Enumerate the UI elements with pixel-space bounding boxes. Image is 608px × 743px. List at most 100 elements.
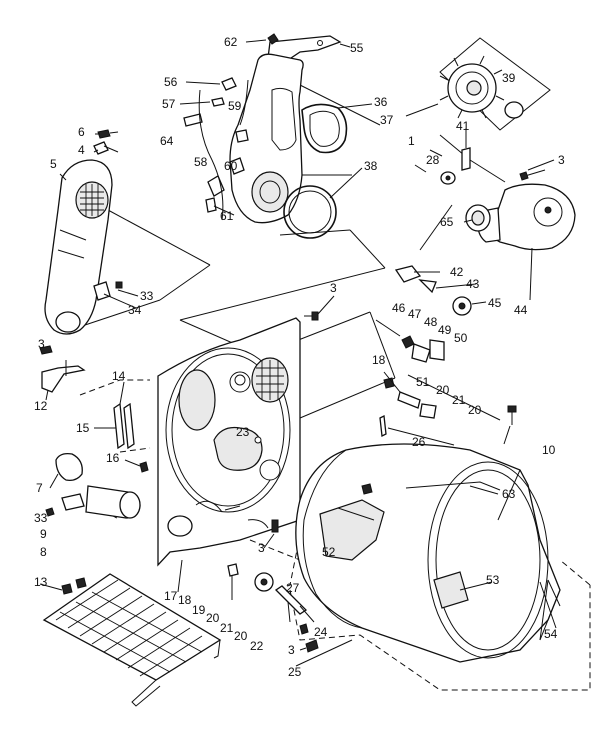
label-57: 57	[162, 97, 176, 111]
label-20a: 20	[436, 383, 450, 397]
label-20b: 20	[468, 403, 482, 417]
label-3b: 3	[330, 281, 337, 295]
part-6-4-screws	[93, 129, 119, 155]
label-1: 1	[408, 134, 415, 148]
label-18b: 18	[178, 593, 192, 607]
bulkhead-small-parts	[183, 77, 249, 221]
label-10: 10	[542, 443, 556, 457]
drum-assembly	[295, 443, 561, 663]
label-49: 49	[438, 323, 452, 337]
label-12: 12	[34, 399, 48, 413]
part-39-clip	[504, 101, 524, 119]
label-8: 8	[40, 545, 47, 559]
label-25: 25	[288, 665, 302, 679]
part-44-blower-housing	[477, 183, 576, 251]
label-21a: 21	[452, 393, 466, 407]
label-13: 13	[34, 575, 48, 589]
label-64: 64	[160, 134, 174, 148]
label-53: 53	[486, 573, 500, 587]
label-18a: 18	[372, 353, 386, 367]
part-13-lint-screen	[42, 573, 222, 707]
label-39: 39	[502, 71, 516, 85]
label-41: 41	[456, 119, 470, 133]
label-50: 50	[454, 331, 468, 345]
part-10-screw	[507, 405, 517, 425]
label-45: 45	[488, 296, 502, 310]
part-34-bracket	[93, 281, 123, 301]
label-63: 63	[502, 487, 516, 501]
part-number-labels: 62 55 56 57 59 36 37 39 64 60 58 61 38 4…	[34, 35, 565, 679]
label-26: 26	[412, 435, 426, 449]
label-47: 47	[408, 307, 422, 321]
part-7-plug	[55, 452, 83, 482]
label-42: 42	[450, 265, 464, 279]
label-46: 46	[392, 301, 406, 315]
part-8-tube	[85, 485, 141, 519]
label-43: 43	[466, 277, 480, 291]
label-27: 27	[286, 581, 300, 595]
part-12-bracket	[39, 345, 86, 393]
label-15: 15	[76, 421, 90, 435]
label-36: 36	[374, 95, 388, 109]
part-41-bracket	[461, 147, 471, 171]
label-3d: 3	[258, 541, 265, 555]
label-14: 14	[112, 369, 126, 383]
label-16: 16	[106, 451, 120, 465]
label-34: 34	[128, 303, 142, 317]
label-20c: 20	[206, 611, 220, 625]
label-33a: 33	[140, 289, 154, 303]
label-21b: 21	[220, 621, 234, 635]
part-16-pin	[139, 461, 149, 473]
label-23: 23	[236, 425, 250, 439]
label-58: 58	[194, 155, 208, 169]
label-3e: 3	[288, 643, 295, 657]
rear-bulkhead-panel	[229, 53, 304, 224]
label-19: 19	[192, 603, 206, 617]
label-24: 24	[314, 625, 328, 639]
lower-idler-assembly	[227, 519, 319, 653]
label-4: 4	[78, 143, 85, 157]
label-48: 48	[424, 315, 438, 329]
label-55: 55	[350, 41, 364, 55]
leader-lines	[39, 39, 557, 667]
label-3c: 3	[38, 337, 45, 351]
part-37-blower-wheel	[439, 55, 505, 119]
label-54: 54	[544, 627, 558, 641]
part-62-screw	[267, 33, 279, 45]
label-61: 61	[220, 209, 234, 223]
label-60: 60	[224, 159, 238, 173]
label-33b: 33	[34, 511, 48, 525]
label-3a: 3	[558, 153, 565, 167]
label-37: 37	[380, 113, 394, 127]
right-small-parts	[375, 265, 472, 419]
label-9: 9	[40, 527, 47, 541]
label-44: 44	[514, 303, 528, 317]
part-3-screw-b	[304, 311, 319, 321]
label-62: 62	[224, 35, 238, 49]
label-22: 22	[250, 639, 264, 653]
label-28: 28	[426, 153, 440, 167]
label-5: 5	[50, 157, 57, 171]
part-9-bracket	[45, 493, 85, 517]
part-14-15-strips	[113, 402, 135, 450]
part-28-pulley	[440, 171, 456, 185]
part-26-pin	[379, 415, 387, 437]
label-38: 38	[364, 159, 378, 173]
label-17: 17	[164, 589, 178, 603]
label-6: 6	[78, 125, 85, 139]
label-20d: 20	[234, 629, 248, 643]
label-7: 7	[36, 481, 43, 495]
part-38-ring	[283, 185, 337, 239]
part-36-seal	[301, 103, 348, 154]
part-3-screw-a	[519, 169, 546, 181]
label-65: 65	[440, 215, 454, 229]
label-51: 51	[416, 375, 430, 389]
label-52: 52	[322, 545, 336, 559]
part-5-exhaust-duct	[44, 159, 113, 335]
label-59: 59	[228, 99, 242, 113]
label-56: 56	[164, 75, 178, 89]
part-1-pins	[414, 149, 443, 173]
front-bulkhead	[157, 317, 301, 567]
part-65-seal-ring	[465, 204, 491, 232]
